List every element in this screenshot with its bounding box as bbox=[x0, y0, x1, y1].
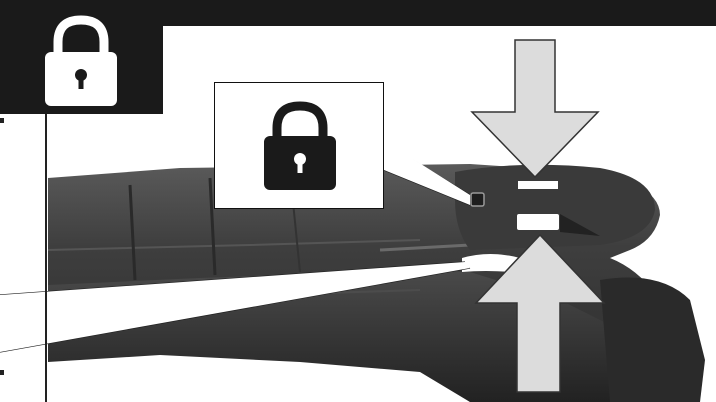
edge-tick bbox=[0, 370, 4, 375]
lock-button bbox=[471, 193, 484, 206]
callout-box bbox=[214, 82, 384, 209]
arrow-down-icon bbox=[472, 40, 598, 177]
lower-switch-slot bbox=[517, 214, 559, 230]
lock-closed-icon bbox=[42, 12, 120, 108]
lock-panel bbox=[0, 0, 163, 114]
lock-closed-icon bbox=[260, 100, 340, 192]
tool-head bbox=[455, 165, 655, 250]
tool-battery bbox=[600, 278, 705, 402]
edge-tick bbox=[0, 118, 4, 123]
upper-switch-slot bbox=[518, 181, 558, 189]
vertical-divider bbox=[45, 114, 47, 402]
